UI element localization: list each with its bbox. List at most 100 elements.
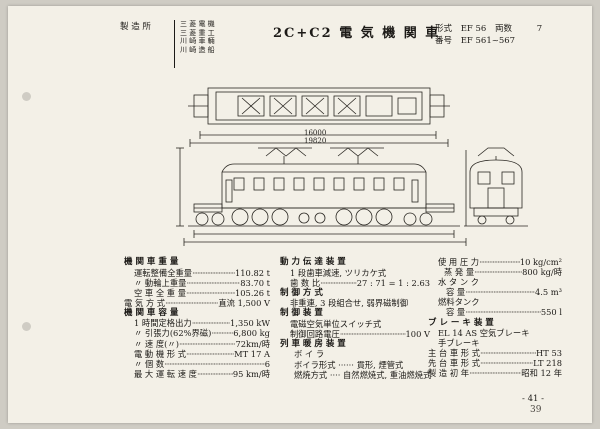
spec-label: 〃 速 度(〃) — [134, 338, 179, 349]
type-line: 形式 EF 56 両数 7 — [435, 24, 542, 35]
spec-text: 電磁空気単位スイッチ式 — [290, 318, 382, 329]
spec-row: 容 量 550 l — [428, 307, 562, 317]
spec-subheading: 水 タ ン ク — [438, 277, 480, 288]
spec-text: ボイラ形式 ······ 貫形, 煙管式 — [294, 359, 404, 370]
spec-row: 〃 引張力(62%界磁) 6,800 kg — [124, 328, 270, 338]
spec-label: 製 造 初 年 — [428, 368, 470, 379]
spec-row: 〃 個 数 6 — [124, 359, 270, 369]
leader-dots — [469, 368, 521, 378]
leader-dots — [479, 257, 520, 267]
spec-label: 使 用 圧 力 — [438, 257, 480, 267]
spec-label: 〃 個 数 — [134, 358, 165, 369]
spec-label: 容 量 — [446, 307, 466, 318]
count-value: 7 — [536, 24, 543, 34]
maker-item: 三 菱 重 工 — [180, 28, 215, 37]
spec-value: 105.26 t — [234, 287, 270, 298]
type-value: EF 56 — [460, 24, 487, 34]
spec-label: 電 動 機 形 式 — [134, 348, 187, 359]
spec-value: 6 — [264, 358, 270, 369]
spec-row: 〃 速 度(〃) 72km/時 — [124, 339, 270, 349]
leader-dots — [186, 288, 235, 298]
spec-value: 83.70 t — [240, 277, 270, 288]
leader-dots — [474, 267, 522, 277]
spec-text: 燃焼方式 ···· 自然燃焼式, 重油燃焼式 — [294, 369, 432, 380]
leader-dots — [480, 348, 536, 358]
leader-dots — [480, 358, 533, 368]
spec-text: EL 14 AS 空気ブレーキ — [438, 328, 530, 339]
spec-value: HT 53 — [536, 348, 562, 359]
number-line: 番号 EF 561~567 — [435, 36, 515, 47]
spec-subheading: 燃料タンク — [438, 297, 480, 308]
spec-label: 最 大 運 転 速 度 — [134, 368, 197, 379]
leader-dots — [340, 329, 406, 339]
spec-label: 〃 引張力(62%界磁) — [134, 328, 212, 339]
dimension-lines — [176, 147, 467, 246]
section-heading: 機 関 車 容 量 — [124, 307, 179, 318]
spec-label: 運転整備全重量 — [134, 267, 193, 278]
spec-row: 歯 数 比27 : 71 = 1 : 2.63 — [280, 278, 430, 288]
leader-dots — [211, 328, 233, 338]
maker-bracket — [174, 20, 177, 68]
section-heading: 動 力 伝 達 装 置 — [280, 257, 346, 267]
binder-hole — [22, 322, 31, 331]
spec-row: 電 気 方 式 直流 1,500 V — [124, 298, 270, 308]
page-title: 2C+C2 電 気 機 関 車 — [273, 26, 441, 41]
spec-value: 昭和 12 年 — [521, 368, 562, 379]
spec-value: 550 l — [540, 307, 562, 318]
spec-value: 6,800 kg — [233, 328, 270, 339]
count-label: 両数 — [495, 24, 513, 34]
spec-label: 空 車 全 重 量 — [134, 287, 187, 298]
leader-dots — [465, 307, 541, 317]
spec-value: 100 V — [405, 328, 430, 339]
number-value: EF 561~567 — [460, 36, 516, 46]
binder-hole — [22, 92, 31, 101]
spec-row: 1 時間定格出力1,350 kW — [124, 318, 270, 328]
dimension-top: 16000 — [304, 129, 327, 137]
spec-text: 1 段歯車減速, ツリカケ式 — [290, 267, 387, 278]
spec-row: 〃 動輪上重量83.70 t — [124, 278, 270, 288]
maker-item: 川 崎 車 輛 — [180, 37, 215, 45]
handwritten-number: 39 — [530, 405, 542, 415]
section-heading: 制 御 方 式 — [280, 287, 323, 298]
spec-value: 直流 1,500 V — [218, 297, 270, 308]
number-label: 番号 — [435, 36, 453, 46]
page-number: - 41 - — [522, 394, 544, 404]
maker-item: 三 菱 電 機 — [180, 20, 215, 28]
section-heading: 制 御 装 置 — [280, 308, 323, 319]
spec-row: 先 台 車 形 式LT 218 — [428, 358, 562, 368]
spec-row: 主 台 車 形 式 HT 53 — [428, 348, 562, 358]
spec-row: 容 量4.5 m³ — [428, 287, 562, 297]
spec-label: 主 台 車 形 式 — [428, 348, 481, 359]
spec-text: 非重連, 3 段組合せ, 弱界磁制御 — [290, 298, 409, 309]
spec-column-1: 機 関 車 重 量 運転整備全重量110.82 t 〃 動輪上重量83.70 t… — [124, 257, 270, 379]
leader-dots — [186, 349, 234, 359]
spec-label: 1 時間定格出力 — [134, 318, 192, 329]
leader-dots — [465, 287, 535, 297]
end-view — [464, 147, 528, 227]
spec-column-2: 動 力 伝 達 装 置 1 段歯車減速, ツリカケ式 歯 数 比27 : 71 … — [280, 257, 432, 380]
spec-row: 制御回路電圧 100 V — [280, 329, 430, 339]
leader-dots — [197, 369, 233, 379]
spec-value: 27 : 71 = 1 : 2.63 — [356, 277, 430, 288]
locomotive-drawing — [176, 87, 528, 246]
spec-value: 4.5 m³ — [534, 287, 562, 298]
spec-label: 蒸 発 量 — [444, 267, 475, 278]
spec-value: 110.82 t — [234, 267, 270, 278]
spec-label: 先 台 車 形 式 — [428, 358, 481, 369]
leader-dots — [164, 359, 265, 369]
spec-value: 72km/時 — [235, 338, 270, 349]
spec-label: 電 気 方 式 — [124, 297, 166, 308]
spec-row: 運転整備全重量 110.82 t — [124, 268, 270, 278]
leader-dots — [192, 318, 230, 328]
document-page: 製 造 所 三 菱 電 機 三 菱 重 工 川 崎 車 輛 川 崎 造 船 2C… — [8, 6, 592, 423]
spec-row: 使 用 圧 力 10 kg/cm² — [428, 257, 562, 267]
maker-list: 三 菱 電 機 三 菱 重 工 川 崎 車 輛 川 崎 造 船 — [180, 20, 215, 54]
spec-row: 空 車 全 重 量 105.26 t — [124, 288, 270, 298]
leader-dots — [186, 278, 240, 288]
spec-text: 手ブレーキ — [438, 338, 480, 349]
leader-dots — [179, 339, 236, 349]
leader-dots — [192, 268, 235, 278]
spec-label: 制御回路電圧 — [290, 328, 340, 339]
spec-row: 電 動 機 形 式MT 17 A — [124, 349, 270, 359]
spec-value: 10 kg/cm² — [519, 257, 562, 267]
